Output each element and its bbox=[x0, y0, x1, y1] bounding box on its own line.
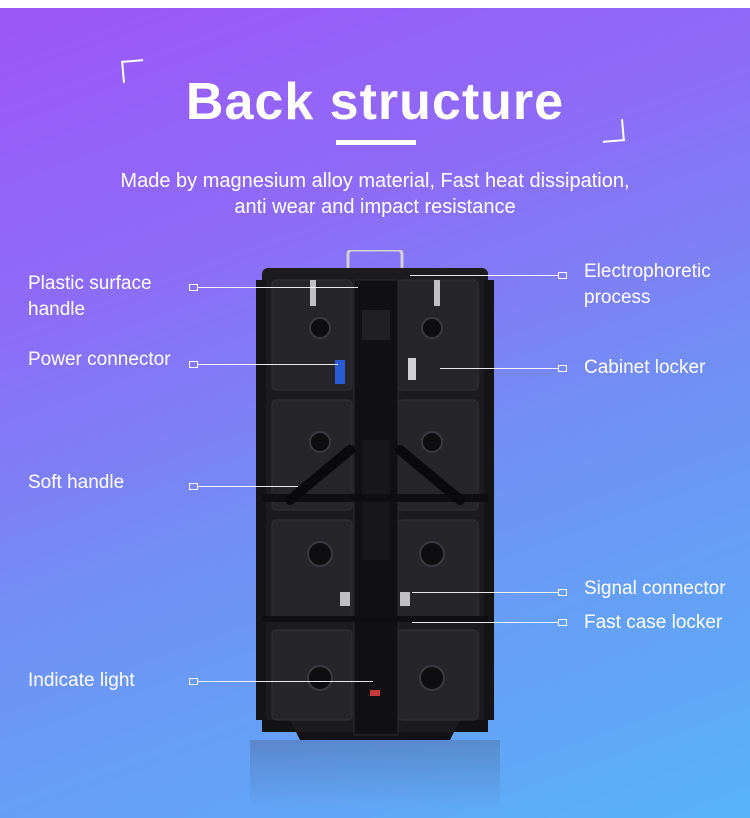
leader-line bbox=[440, 368, 558, 369]
callout-marker-icon bbox=[189, 284, 198, 291]
leader-line bbox=[198, 486, 298, 487]
leader-line bbox=[412, 592, 558, 593]
leader-line bbox=[198, 364, 338, 365]
subtitle-line-2: anti wear and impact resistance bbox=[234, 196, 516, 218]
callout-label: Soft handle bbox=[28, 472, 125, 493]
callout-marker-icon bbox=[558, 272, 567, 279]
cabinet-illustration bbox=[256, 248, 494, 740]
callout-label: Power connector bbox=[28, 349, 171, 370]
page-title: Back structure bbox=[185, 73, 565, 131]
callout-marker-icon bbox=[189, 483, 198, 490]
callout-cabinet-locker: Cabinet locker bbox=[584, 355, 705, 381]
title-underline bbox=[336, 140, 416, 145]
callout-signal-connector: Signal connector bbox=[584, 576, 726, 602]
callout-fast-case-locker: Fast case locker bbox=[584, 610, 722, 636]
callout-marker-icon bbox=[558, 365, 567, 372]
top-band bbox=[0, 0, 750, 8]
callout-marker-icon bbox=[189, 361, 198, 368]
callout-indicate-light: Indicate light bbox=[28, 668, 135, 694]
subtitle: Made by magnesium alloy material, Fast h… bbox=[0, 168, 750, 220]
callout-plastic-surface-handle: Plastic surface handle bbox=[28, 271, 152, 323]
callout-power-connector: Power connector bbox=[28, 347, 171, 373]
cabinet-reflection bbox=[250, 740, 500, 810]
callout-marker-icon bbox=[558, 619, 567, 626]
callout-marker-icon bbox=[189, 678, 198, 685]
callout-label: Indicate light bbox=[28, 670, 135, 691]
leader-line bbox=[198, 287, 358, 288]
callout-label: handle bbox=[28, 299, 86, 320]
callout-label: Signal connector bbox=[584, 578, 726, 599]
led-cabinet-back-image bbox=[250, 248, 500, 750]
callout-label: Plastic surface bbox=[28, 273, 152, 294]
leader-line bbox=[410, 275, 558, 276]
leader-line bbox=[412, 622, 558, 623]
callout-label: process bbox=[584, 287, 651, 308]
leader-line bbox=[198, 681, 373, 682]
callout-label: Fast case locker bbox=[584, 612, 723, 633]
subtitle-line-1: Made by magnesium alloy material, Fast h… bbox=[120, 170, 630, 192]
callout-soft-handle: Soft handle bbox=[28, 470, 124, 496]
callout-label: Electrophoretic bbox=[584, 261, 711, 282]
callout-marker-icon bbox=[558, 589, 567, 596]
callout-electrophoretic-process: Electrophoretic process bbox=[584, 259, 711, 311]
callout-label: Cabinet locker bbox=[584, 357, 706, 378]
